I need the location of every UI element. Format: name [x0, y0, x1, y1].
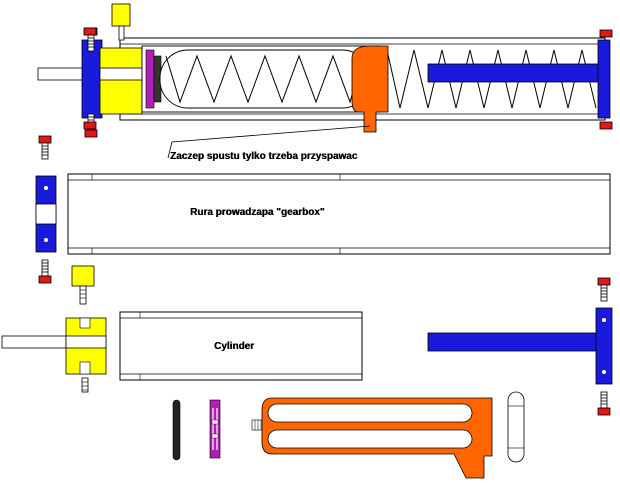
piston-part: [251, 397, 493, 479]
nozzle-part: [1, 265, 107, 393]
bumper-pad: [507, 391, 525, 463]
gearbox-tube-part: [67, 173, 611, 255]
assembled-spring-guide: [427, 63, 601, 83]
trigger-leader-line: [167, 125, 371, 159]
gearbox-tube: [67, 173, 611, 255]
cylinder-tube: [119, 311, 363, 381]
trigger-note-label: Zaczep spustu tylko trzeba przyspawac: [170, 151, 358, 162]
gearbox-label: Rura prowadzapa "gearbox": [190, 207, 325, 218]
assembled-main-spring: [165, 54, 363, 104]
tappet-plate: [71, 265, 95, 287]
spring-guide-cap: [595, 307, 613, 385]
front-head-part: [35, 135, 57, 284]
assembled-rear-cap: [597, 39, 611, 119]
assembled-piston-body: [351, 45, 389, 133]
spring-guide-part: [427, 277, 613, 416]
spring-guide-rod: [427, 332, 601, 352]
assembled-tappet: [111, 3, 131, 27]
assembled-view: [37, 3, 613, 159]
o-ring: [209, 399, 221, 459]
nozzle-barrel-rod: [1, 335, 71, 349]
assembled-o-ring: [145, 49, 155, 109]
assembled-nozzle: [99, 47, 143, 115]
cylinder-part: [119, 311, 363, 381]
assembled-front-head: [81, 39, 103, 119]
piston-ring: [172, 399, 181, 461]
cylinder-label: Cylinder: [214, 341, 255, 352]
small-parts: [172, 391, 525, 479]
